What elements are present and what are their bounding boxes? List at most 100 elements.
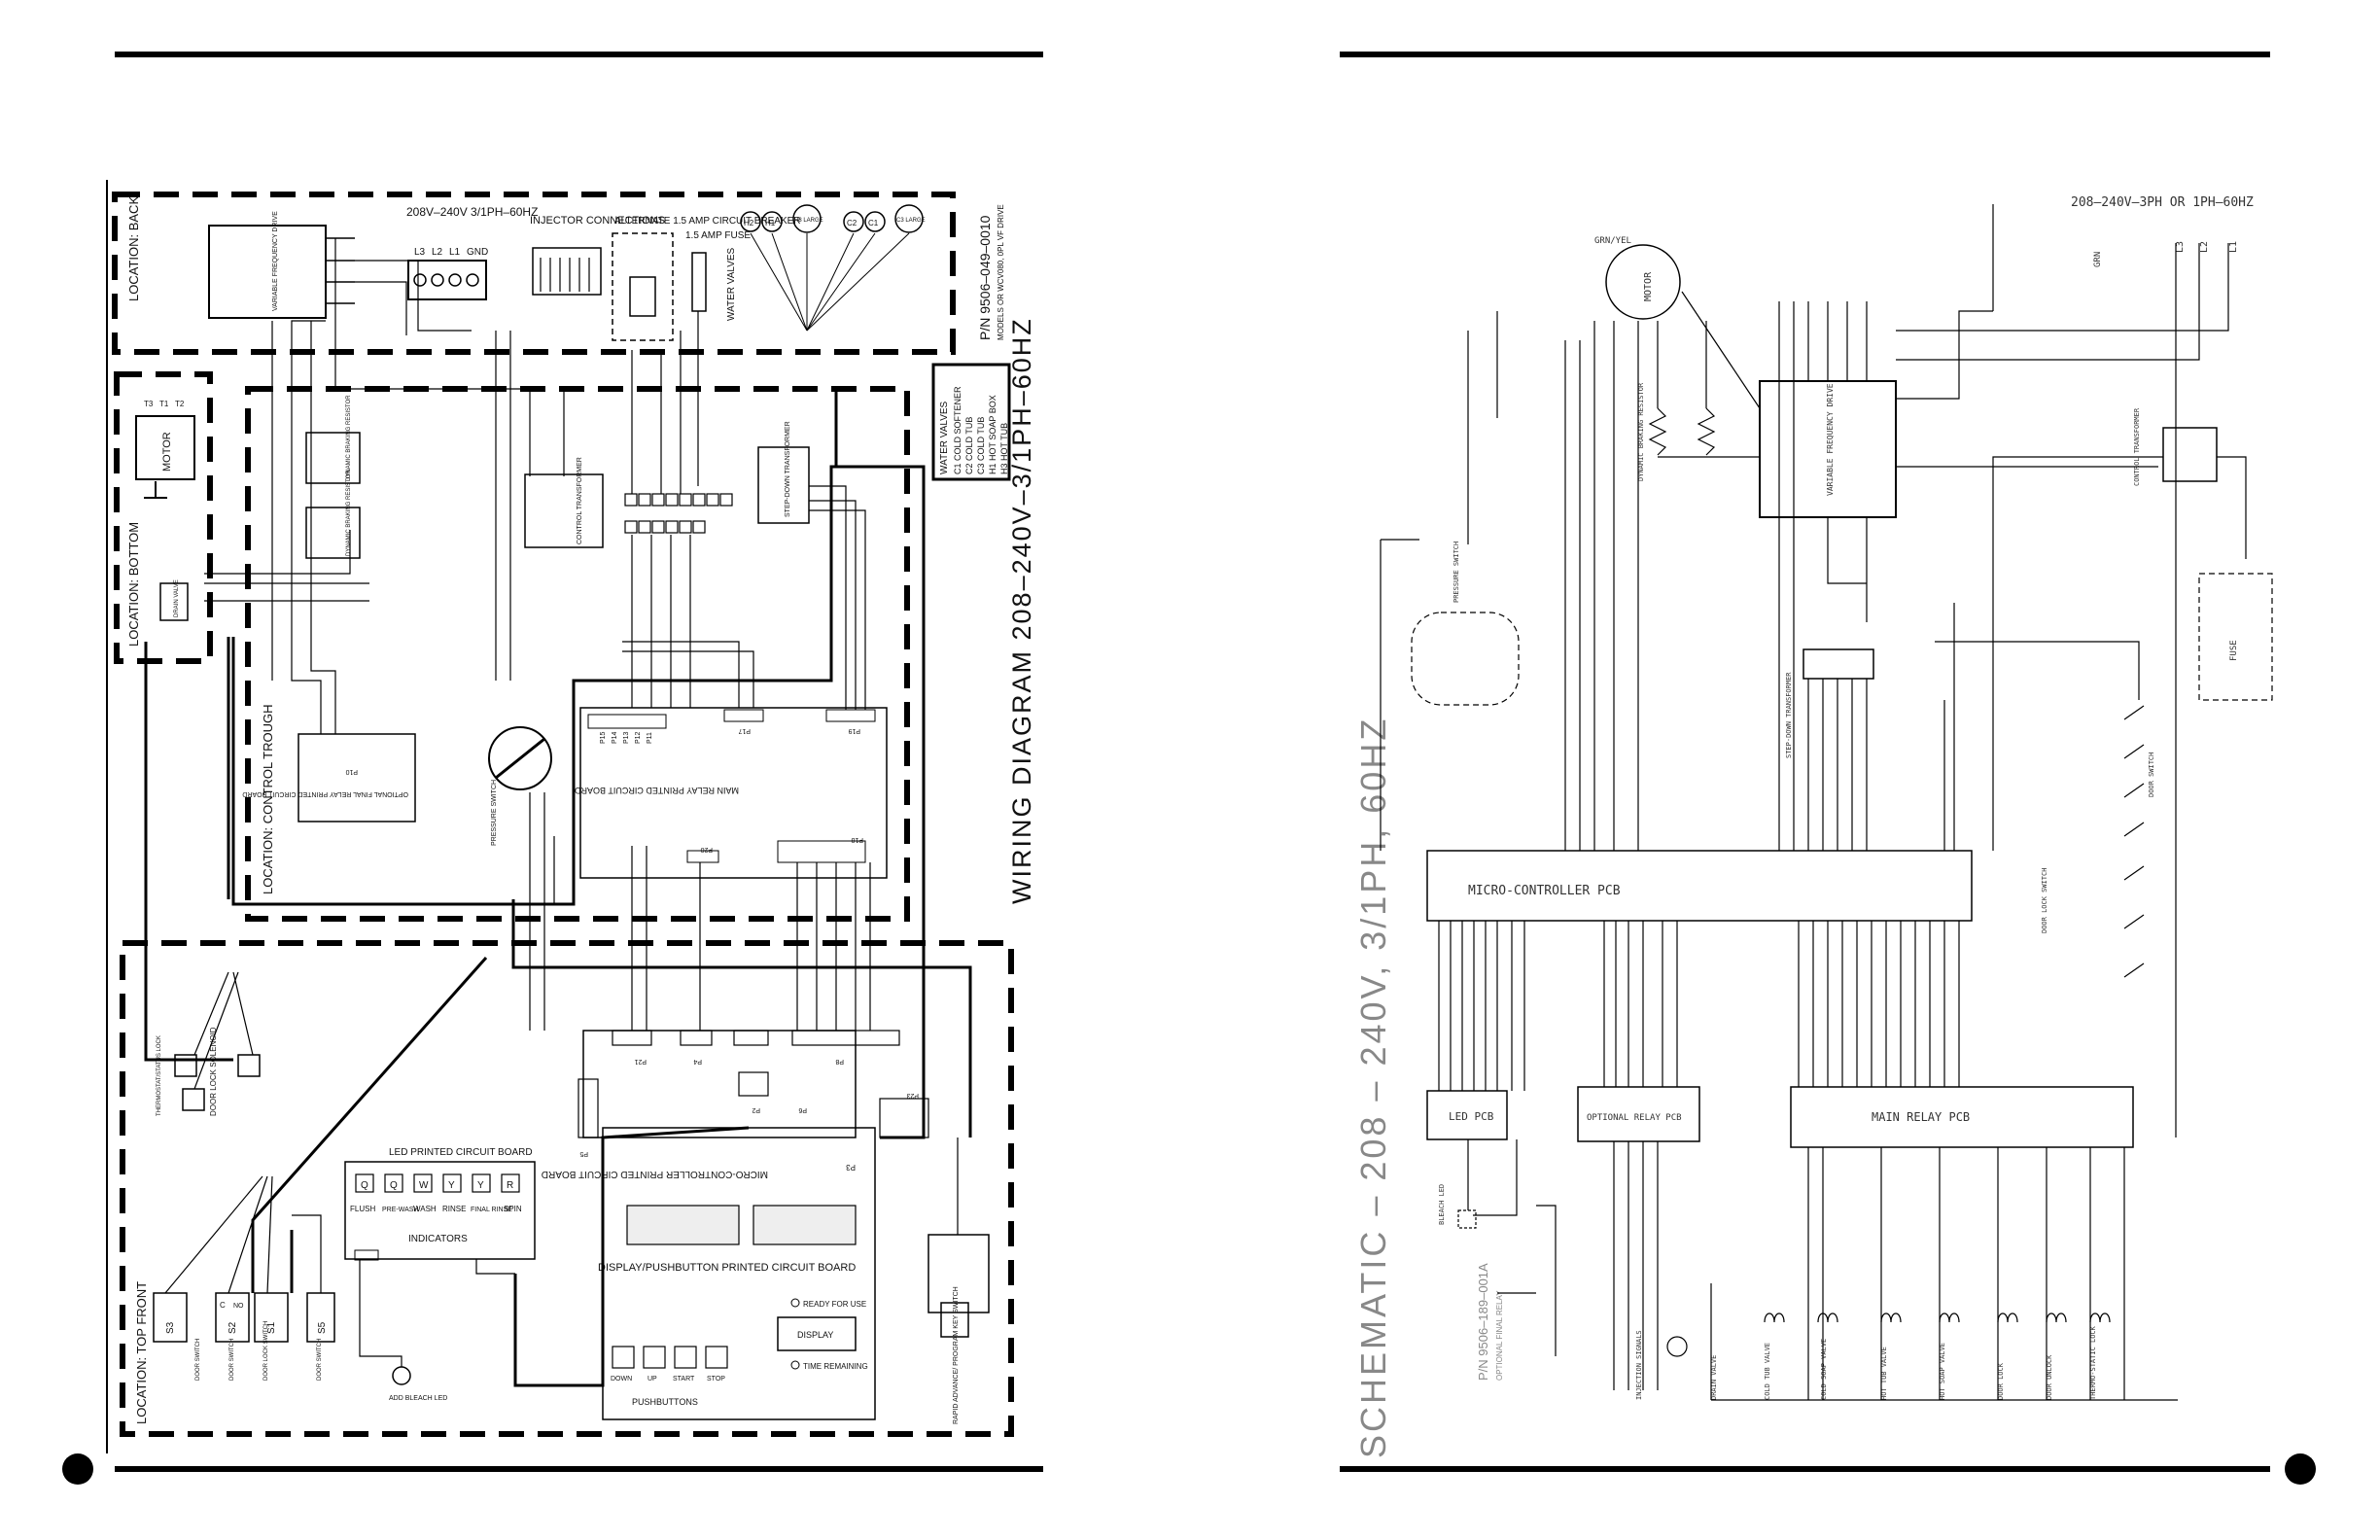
zone-bottom [114,371,213,664]
valve-c3: C3 LARGE [896,218,926,224]
label-location-control-trough: LOCATION: CONTROL TROUGH [261,705,275,895]
schematic-control-transformer-label: CONTROL TRANSFORMER [2133,407,2141,486]
switch-name-s2: DOOR SWITCH [229,1339,235,1381]
valve-c2: C2 [847,219,858,228]
label-fuse: 1.5 AMP FUSE [685,230,751,241]
supply-terminals: 208V–240V 3/1PH–60HZ L3 L2 L1 GND [406,205,538,300]
step-down-transformer: STEP-DOWN TRANSFORMER [757,421,810,524]
label-injector: INJECTOR CONNECTIONS [530,215,665,227]
conn-p4: P4 [693,1058,702,1065]
conn-p11: P11 [647,732,653,744]
wiring-title: WIRING DIAGRAM 208–240V–3/1PH–60HZ [1007,317,1036,904]
legend-title: WATER VALVES [939,401,950,474]
label-main-relay: MAIN RELAY PRINTED CIRCUIT BOARD [574,786,739,795]
water-valves: WATER VALVES H2 H1 H3 LARGE C2 C1 C3 LAR… [726,204,926,332]
page-rules [115,52,2270,1472]
switch-s3: S3 [165,1321,176,1334]
led-board: LED PRINTED CIRCUIT BOARD FLUSH PRE-WASH… [344,1147,536,1261]
braking-resistors: DYNAMIC BRAKING RESISTOR DYNAMIC BRAKING… [305,395,361,559]
label-display: DISPLAY [797,1330,833,1340]
led-flush: FLUSH [350,1205,375,1213]
led-letter-3: W [419,1180,429,1191]
btn-label-stop: STOP [707,1376,725,1382]
conn-p20: P20 [700,846,713,853]
schematic-pressure [1411,612,1520,706]
micro-display-board: MICRO-CONTROLLER PRINTED CIRCUIT BOARD P… [542,1030,876,1420]
load-cold-tub: COLD TUB VALVE [1764,1343,1771,1400]
legend-item-c1: C1 COLD SOFTENER [953,386,962,474]
zone-top-front [120,940,1014,1437]
label-add-bleach: ADD BLEACH LED [389,1395,447,1402]
conn-p6: P6 [798,1106,807,1113]
switch-name-s1: DOOR LOCK SWITCH [263,1321,269,1381]
btn-label-start: START [673,1376,695,1382]
led-letter-2: Q [390,1180,398,1191]
label-braking-2: DYNAMIC BRAKING RESISTOR [346,470,352,556]
switch-name-s3: DOOR SWITCH [195,1339,201,1381]
schematic-supply: 208–240V–3PH OR 1PH–60HZ [2071,195,2254,210]
switch-name-s5: DOOR SWITCH [317,1339,323,1381]
label-control-transformer: CONTROL TRANSFORMER [577,457,583,544]
wiring-diagram: LOCATION: BACK LOCATION: BOTTOM LOCATION… [106,180,1036,1453]
optional-relay-board: OPTIONAL FINAL RELAY PRINTED CIRCUIT BOA… [242,733,416,822]
term-l2: L2 [432,247,443,258]
term-l3: L3 [414,247,426,258]
schematic-door-switch-label: DOOR SWITCH [2148,752,2155,797]
motor-t1: T1 [159,400,169,408]
term-gnd: GND [467,247,488,258]
schematic-part-note: OPTIONAL FINAL RELAY [1495,1290,1504,1381]
schematic-micro-label: MICRO-CONTROLLER PCB [1468,884,1621,898]
schematic-term-l2: L2 [2199,241,2210,253]
label-time-remaining: TIME REMAINING [803,1362,868,1371]
conn-p12: P12 [635,731,642,744]
schematic-term-l1: L1 [2228,241,2239,253]
load-hot-soap: HOT SOAP VALVE [1939,1343,1946,1400]
conn-p14: P14 [612,731,618,744]
label-location-back: LOCATION: BACK [126,196,141,301]
btn-label-down: DOWN [611,1376,632,1382]
schematic-led-pcb [1426,1090,1508,1140]
legend-item-h1: H1 HOT SOAP BOX [988,395,998,474]
schematic-bleach-led [1457,1209,1477,1229]
schematic-part-number: P/N 9506–189–001A [1476,1263,1490,1381]
schematic-term-l3: L3 [2175,241,2186,253]
page-bullet-left [62,1453,93,1485]
schematic-optional-pcb [1577,1086,1700,1142]
label-location-bottom: LOCATION: BOTTOM [126,522,141,647]
load-door-unlock: DOOR UNLOCK [2046,1354,2053,1400]
label-water-valves: WATER VALVES [726,247,737,321]
schematic-optional-pcb-label: OPTIONAL RELAY PCB [1587,1113,1682,1123]
legend-item-c3: C3 COLD TUB [976,417,986,474]
legend-item-h3: H3 HOT TUB [999,423,1009,474]
switch-s2: S2 [228,1321,238,1334]
conn-p10: P10 [345,768,358,775]
left-part-number: P/N 9506–049–0010 [977,215,993,340]
schematic-led-pcb-label: LED PCB [1449,1110,1494,1123]
legend-item-c2: C2 COLD TUB [964,417,974,474]
led-letter-6: R [507,1180,513,1191]
schematic-wires [1380,204,2247,1401]
load-drain: DRAIN VALVE [1710,1355,1718,1400]
switch-s1: S1 [266,1321,277,1334]
conn-p15: P15 [600,731,607,744]
bottom-connectors [578,1030,929,1138]
schematic-diagram: SCHEMATIC – 208 – 240V, 3/1PH, 60HZ P/N … [1353,195,2273,1458]
motor-t3: T3 [144,400,154,408]
motor-t2: T2 [175,400,185,408]
schematic-transformer-label: STEP-DOWN TRANSFORMER [1785,672,1793,758]
schematic-transformer [1802,648,1874,680]
vfd-block: VARIABLE FREQUENCY DRIVE [208,211,355,319]
label-step-down: STEP-DOWN TRANSFORMER [785,421,791,517]
label-led-board: LED PRINTED CIRCUIT BOARD [389,1147,533,1158]
led-rinse: RINSE [442,1205,466,1213]
conn-p2: P2 [752,1106,760,1113]
main-relay-board: MAIN RELAY PRINTED CIRCUIT BOARD P15 P14… [574,707,888,879]
valve-c1: C1 [868,219,879,228]
label-rapid-advance: RAPID ADVANCE/ PROGRAM KEY SWITCH [953,1286,960,1424]
conn-p18: P18 [851,836,863,843]
schematic-dbr-label: DYNAMIC BRAKING RESISTOR [1637,382,1645,481]
schematic-fuse-label: FUSE [2229,640,2239,661]
label-pushbuttons: PUSHBUTTONS [632,1397,698,1407]
term-l1: L1 [449,247,461,258]
